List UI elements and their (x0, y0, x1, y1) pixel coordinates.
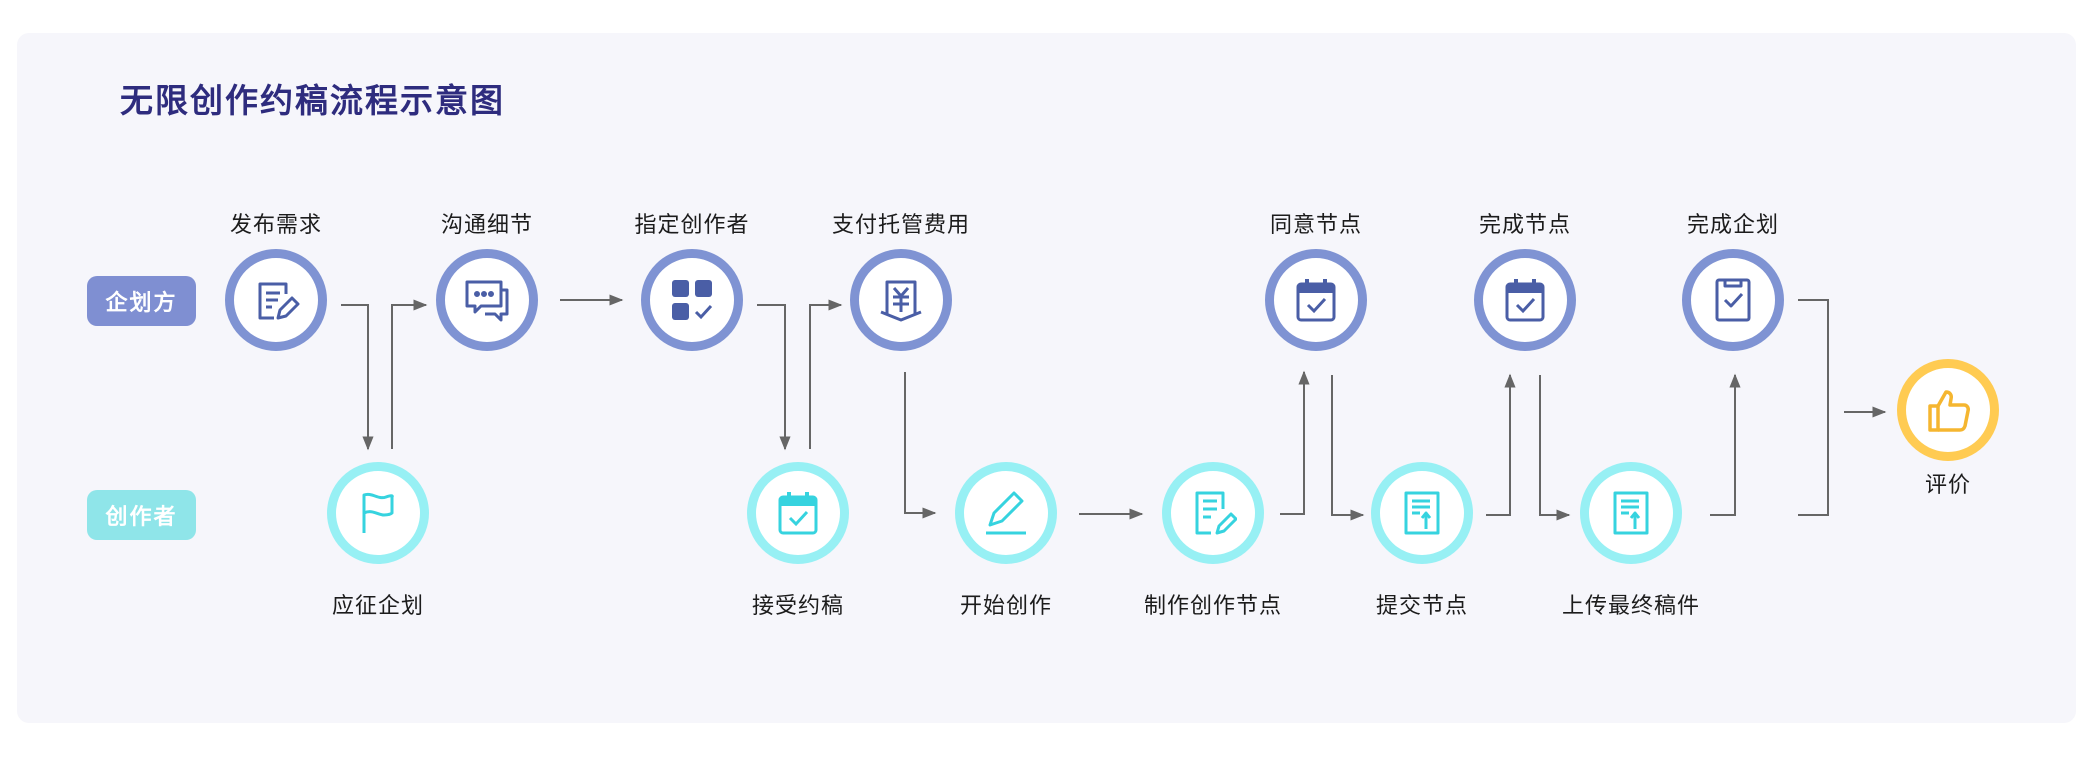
arrow-12 (1710, 373, 1741, 516)
yuan-payment-icon (880, 280, 922, 322)
step-label: 沟通细节 (440, 213, 534, 238)
step-label: 接受约稿 (751, 594, 845, 619)
step-label: 应征企划 (331, 594, 425, 619)
step-node-pay-escrow[interactable] (850, 249, 952, 351)
step-node-start-creation[interactable] (955, 462, 1057, 564)
chat-icon (465, 280, 509, 322)
arrow-11 (1539, 375, 1571, 521)
arrow-2 (391, 299, 428, 449)
calendar-check-icon (1296, 279, 1336, 322)
step-label: 指定创作者 (634, 213, 750, 238)
step-label: 完成企划 (1686, 213, 1780, 238)
role-badge-planner: 企划方 (87, 276, 196, 326)
step-label: 开始创作 (959, 594, 1053, 619)
step-node-complete-milestone[interactable] (1474, 249, 1576, 351)
step-node-assign-creator[interactable] (641, 249, 743, 351)
step-node-review[interactable] (1897, 359, 1999, 461)
step-node-make-milestone[interactable] (1162, 462, 1264, 564)
edit-document-icon (258, 282, 300, 320)
step-label: 完成节点 (1478, 213, 1572, 238)
arrow-9 (1331, 375, 1365, 521)
step-label: 发布需求 (229, 213, 323, 238)
grid-check-icon (672, 280, 713, 320)
document-upload-icon (1613, 491, 1649, 535)
step-node-accept-commission[interactable] (747, 462, 849, 564)
arrow-1 (341, 304, 374, 451)
step-label: 制作创作节点 (1143, 594, 1283, 619)
document-pen-icon (1195, 491, 1237, 535)
calendar-check-icon (778, 492, 818, 535)
arrow-8 (1280, 370, 1310, 515)
arrow-5 (809, 299, 843, 449)
step-label: 提交节点 (1375, 594, 1469, 619)
diagram-title: 无限创作约稿流程示意图 (120, 81, 505, 120)
thumbs-up-icon (1928, 390, 1970, 432)
step-label: 同意节点 (1269, 213, 1363, 238)
step-node-approve-milestone[interactable] (1265, 249, 1367, 351)
arrow-6 (904, 372, 937, 519)
merge-bracket (1798, 299, 1829, 516)
role-badge-creator: 创作者 (87, 490, 196, 540)
step-node-upload-final[interactable] (1580, 462, 1682, 564)
calendar-check-icon (1505, 279, 1545, 322)
step-label: 上传最终稿件 (1561, 594, 1701, 619)
document-upload-icon (1404, 491, 1440, 535)
step-label: 评价 (1924, 473, 1972, 498)
step-node-submit-milestone[interactable] (1371, 462, 1473, 564)
flag-icon (362, 492, 394, 533)
step-node-apply[interactable] (327, 462, 429, 564)
step-node-publish-request[interactable] (225, 249, 327, 351)
step-label: 支付托管费用 (831, 213, 971, 238)
pen-icon (986, 491, 1026, 535)
step-node-communicate[interactable] (436, 249, 538, 351)
arrow-4 (757, 304, 791, 451)
clipboard-check-icon (1715, 278, 1751, 322)
step-node-complete-project[interactable] (1682, 249, 1784, 351)
arrow-10 (1486, 373, 1516, 516)
